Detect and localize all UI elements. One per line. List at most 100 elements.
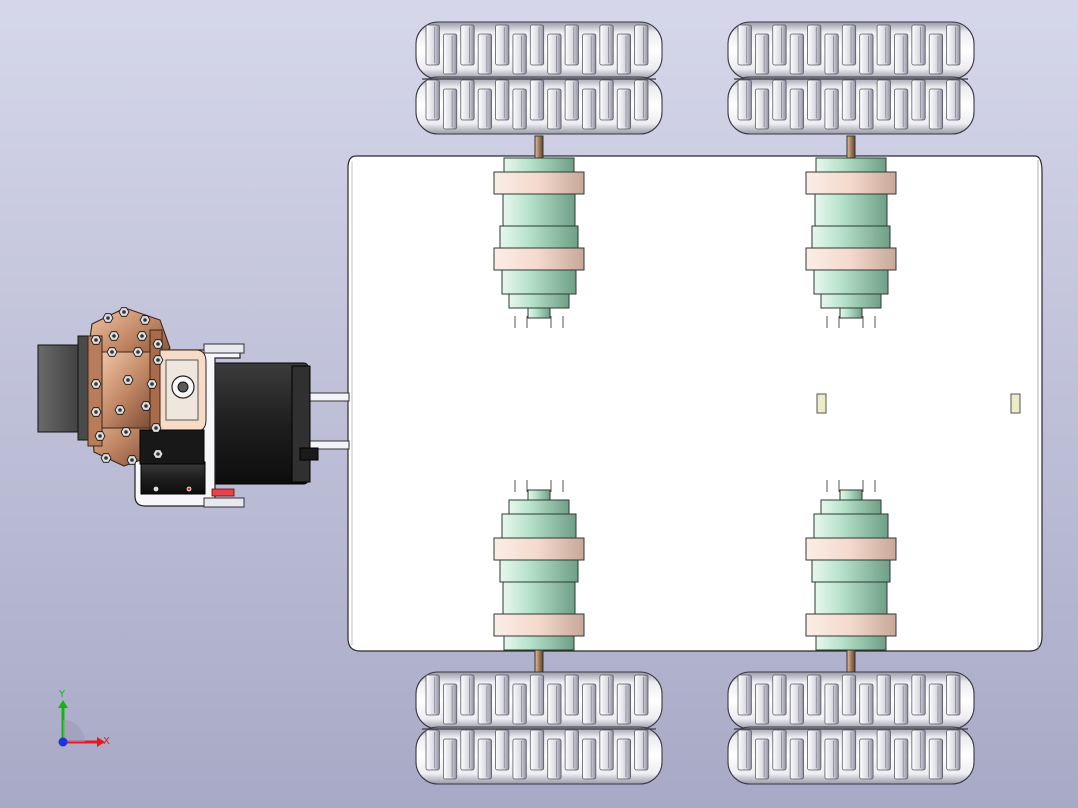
motor-flange — [493, 613, 585, 637]
wheel-front-right[interactable] — [727, 21, 975, 135]
gimbal-bolts — [90, 307, 164, 465]
hex-bolt-core — [110, 350, 114, 354]
hex-bolt-core — [126, 378, 130, 382]
tire-lug — [582, 683, 597, 725]
tire-lug — [841, 24, 857, 66]
tire-lug — [599, 79, 614, 121]
tire-lug — [460, 674, 475, 716]
tire-lug — [928, 683, 944, 725]
tire-lug — [599, 674, 614, 716]
triad-x-arrow — [97, 737, 105, 747]
motor-endcap — [820, 293, 882, 309]
motor-terminal — [527, 489, 551, 501]
tire-lug — [737, 674, 752, 716]
wheel-motor-front-right[interactable] — [805, 135, 897, 328]
motor-body — [502, 193, 576, 227]
motor-flange — [493, 247, 585, 271]
motor-gearbox — [501, 513, 577, 539]
motor-flange — [805, 247, 897, 271]
wheel-motor-rear-right[interactable] — [805, 480, 897, 673]
front-actuator-assembly[interactable] — [37, 307, 350, 508]
tire-lug — [529, 674, 545, 716]
plate-slot-right — [1010, 393, 1021, 414]
wheel-rear-left[interactable] — [415, 671, 663, 785]
motor-body-ring — [499, 559, 579, 583]
wheel-motor-front-left[interactable] — [493, 135, 585, 328]
wheel-rear-right[interactable] — [727, 671, 975, 785]
tire-lug — [547, 88, 562, 130]
motor-shaft — [534, 135, 544, 159]
bracket-tab-top — [203, 343, 245, 354]
hex-bolt-core — [106, 316, 110, 320]
motor-body — [814, 193, 888, 227]
triad-x-label: X — [103, 736, 110, 747]
tire-lug — [928, 33, 944, 75]
hex-bolt-core — [140, 334, 144, 338]
tire-lug — [754, 33, 770, 75]
plate-slot-left — [816, 393, 827, 414]
tire-lug — [859, 738, 874, 780]
bracket-red-marker — [211, 488, 235, 497]
gimbal-dark-band — [139, 429, 205, 465]
hex-bolt-core — [156, 358, 160, 362]
hex-bolt-core — [112, 334, 116, 338]
tire-lug — [564, 24, 579, 66]
motor-endcap — [508, 293, 570, 309]
controller-block[interactable] — [140, 461, 206, 495]
motor-body — [502, 581, 576, 615]
tire-lug — [512, 738, 527, 780]
copper-gimbal[interactable] — [87, 307, 207, 467]
motor-collar — [503, 635, 575, 651]
motor-body-ring — [499, 225, 579, 249]
tire-lug — [841, 729, 857, 771]
tire-lug — [928, 738, 944, 780]
tire-lug — [737, 729, 752, 771]
tire-lug — [529, 79, 545, 121]
tire-lug — [894, 33, 909, 75]
tire-lug — [582, 33, 597, 75]
chassis-plate[interactable] — [347, 155, 1043, 652]
tire-lug — [529, 729, 545, 771]
wheel-motor-rear-left[interactable] — [493, 480, 585, 673]
hex-bolt-core — [118, 408, 122, 412]
hex-bolt-core — [150, 382, 154, 386]
tire-lug — [911, 24, 926, 66]
wheel-front-left[interactable] — [415, 21, 663, 135]
motor-collar — [503, 157, 575, 173]
tire-lug — [859, 33, 874, 75]
tire-lug — [876, 674, 891, 716]
tire-lug — [946, 24, 961, 66]
tire-lug — [946, 674, 961, 716]
motor-endcap — [820, 499, 882, 515]
tire-lug — [737, 24, 752, 66]
tire-lug — [894, 738, 909, 780]
axis-triad[interactable]: X Y — [58, 689, 110, 747]
stepper-motor-cap — [291, 365, 311, 483]
tire-lug — [599, 24, 614, 66]
tire-lug — [425, 729, 440, 771]
hex-bolt-core — [98, 434, 102, 438]
tire-lug — [807, 674, 822, 716]
tire-lug — [772, 674, 787, 716]
tire-lug — [512, 33, 527, 75]
hex-bolt-core — [94, 382, 98, 386]
motor-body — [814, 581, 888, 615]
tire-lug — [824, 738, 839, 780]
motor-flange — [805, 171, 897, 195]
controller-screw-1 — [153, 486, 159, 492]
tire-lug — [841, 674, 857, 716]
tire-lug — [564, 729, 579, 771]
tire-lug — [789, 683, 804, 725]
tire-lug — [789, 88, 804, 130]
tire-lug — [876, 79, 891, 121]
hex-bolt-core — [122, 310, 126, 314]
tire-lug — [477, 88, 492, 130]
tire-lug — [772, 729, 787, 771]
hex-bolt-core — [124, 430, 128, 434]
tire-lug — [807, 729, 822, 771]
hex-bolt-core — [94, 410, 98, 414]
tire-lug — [477, 683, 492, 725]
hex-bolt-core — [156, 452, 160, 456]
